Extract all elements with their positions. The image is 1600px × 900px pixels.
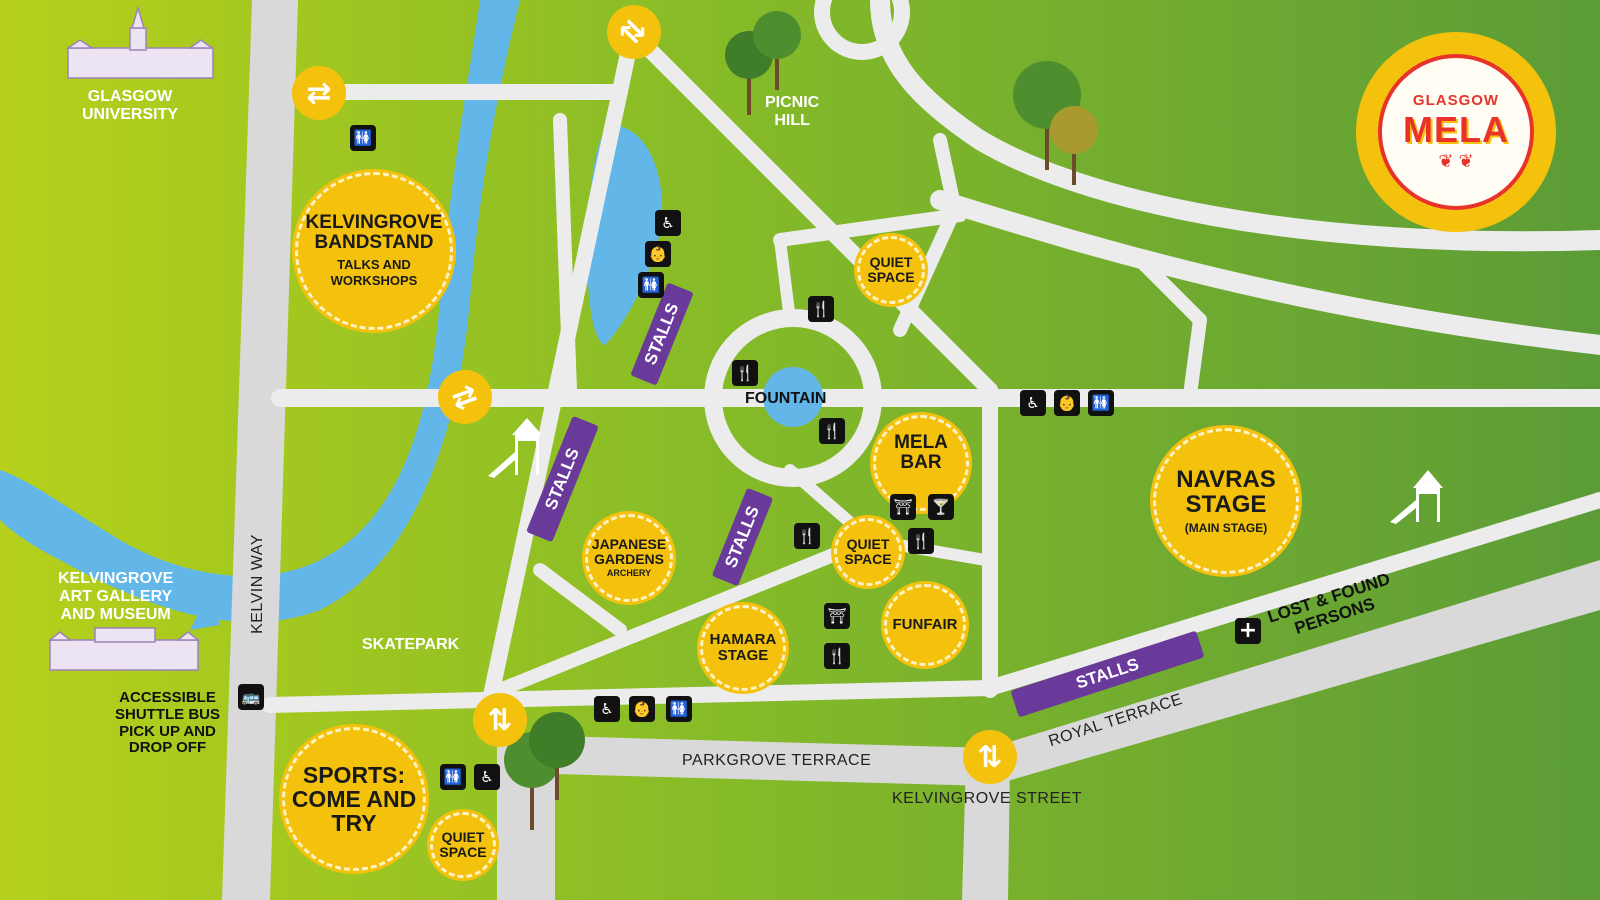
logo-text-mela: MELA — [1403, 109, 1509, 150]
food-icon: 🍴 — [824, 643, 850, 669]
logo-text-glasgow: GLASGOW — [1412, 92, 1500, 109]
baby-change-icon: 👶 — [645, 241, 671, 267]
accessible-icon: ♿ — [474, 764, 500, 790]
venue-hamara-stage[interactable]: HAMARA STAGE — [700, 605, 786, 691]
updown-direction-icon: ⇅ — [473, 693, 527, 747]
first-aid-icon: + — [1235, 618, 1261, 644]
label-shuttle: ACCESSIBLE SHUTTLE BUS PICK UP AND DROP … — [115, 689, 220, 757]
label-picnic-hill: PICNIC HILL — [765, 94, 820, 129]
toilet-icon: 🚻 — [350, 125, 376, 151]
accessible-icon: ♿ — [655, 210, 681, 236]
venue-funfair[interactable]: FUNFAIR — [884, 584, 966, 666]
venue-quiet-space-bottom[interactable]: QUIET SPACE — [430, 812, 496, 878]
baby-change-icon: 👶 — [629, 696, 655, 722]
trees-east — [1013, 61, 1098, 185]
paths — [262, 0, 1600, 713]
toilet-icon: 🚻 — [440, 764, 466, 790]
venue-mela-bar[interactable]: MELA BAR — [873, 415, 969, 511]
toilet-icon: 🚻 — [1088, 390, 1114, 416]
label-fountain: FOUNTAIN — [745, 390, 827, 407]
toilet-icon: 🚻 — [666, 696, 692, 722]
food-icon: 🍴 — [794, 523, 820, 549]
trees-south — [504, 712, 585, 830]
accessible-icon: ♿ — [1020, 390, 1046, 416]
label-art-gallery: KELVINGROVE ART GALLERY AND MUSEUM — [58, 570, 174, 623]
food-icon: 🍴 — [808, 296, 834, 322]
label-skatepark: SKATEPARK — [362, 636, 460, 653]
venue-quiet-space-mid[interactable]: QUIET SPACE — [834, 518, 902, 586]
swap-direction-icon: ⇄ — [438, 370, 492, 424]
bus-icon: 🚌 — [238, 684, 264, 710]
picnic-table-icon: ⛩ — [890, 494, 916, 520]
picnic-table-icon: ⛩ — [824, 603, 850, 629]
art-gallery-building — [47, 627, 201, 671]
glasgow-university-building — [65, 5, 215, 79]
venue-japanese-gardens[interactable]: JAPANESE GARDENS ARCHERY — [585, 514, 673, 602]
bar-icon: 🍸 — [928, 494, 954, 520]
venue-navras-stage[interactable]: NAVRAS STAGE (MAIN STAGE) — [1153, 428, 1299, 574]
roads — [222, 0, 1600, 900]
food-icon: 🍴 — [908, 528, 934, 554]
updown-direction-icon: ⇅ — [963, 730, 1017, 784]
road-parkgrove-terrace: PARKGROVE TERRACE — [682, 752, 872, 769]
swap-direction-icon: ⇄ — [292, 66, 346, 120]
playground-icon — [1390, 470, 1443, 524]
food-icon: 🍴 — [732, 360, 758, 386]
venue-quiet-space-top[interactable]: QUIET SPACE — [857, 236, 925, 304]
road-kelvin-way: KELVIN WAY — [248, 534, 266, 634]
venue-sports[interactable]: SPORTS: COME AND TRY — [282, 727, 426, 871]
trees-picnic-hill — [725, 11, 801, 115]
glasgow-mela-logo: GLASGOW MELA ❦ ❦ — [1356, 32, 1556, 232]
swap-direction-icon: ⇅ — [607, 5, 661, 59]
logo-ornament: ❦ ❦ — [1438, 151, 1474, 171]
road-kelvingrove-street: KELVINGROVE STREET — [892, 790, 1083, 807]
baby-change-icon: 👶 — [1054, 390, 1080, 416]
fountain-pool — [763, 367, 823, 427]
playground-icon — [488, 418, 542, 478]
label-glasgow-university: GLASGOW UNIVERSITY — [82, 88, 179, 123]
food-icon: 🍴 — [819, 418, 845, 444]
toilet-icon: 🚻 — [638, 272, 664, 298]
venue-bandstand[interactable]: KELVINGROVE BANDSTAND TALKS AND WORKSHOP… — [295, 172, 453, 330]
accessible-icon: ♿ — [594, 696, 620, 722]
